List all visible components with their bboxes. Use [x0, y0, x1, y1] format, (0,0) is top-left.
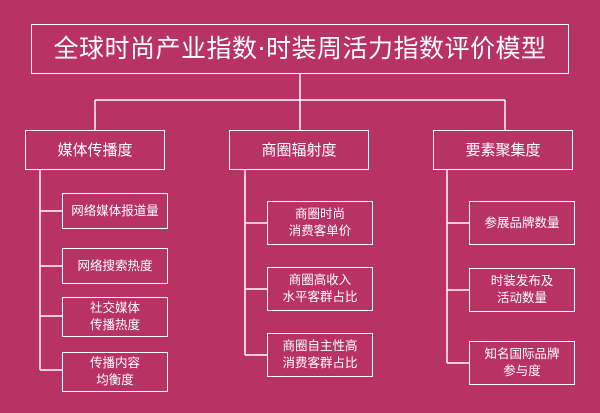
item-district-high-spending: 商圈自主性高 消费客群占比 [267, 333, 373, 377]
item-social-media-heat: 社交媒体 传播热度 [62, 297, 168, 337]
item-exhibitor-brands: 参展品牌数量 [469, 201, 575, 245]
item-district-high-income: 商圈高收入 水平客群占比 [267, 267, 373, 311]
category-district-radiation: 商圈辐射度 [229, 130, 369, 170]
item-online-search-heat: 网络搜索热度 [62, 248, 168, 284]
item-district-fashion-spend: 商圈时尚 消费客单价 [267, 201, 373, 245]
category-media-spread: 媒体传播度 [25, 130, 165, 170]
item-content-balance: 传播内容 均衡度 [62, 352, 168, 392]
item-shows-events: 时装发布及 活动数量 [469, 268, 575, 312]
model-title: 全球时尚产业指数·时装周活力指数评价模型 [31, 24, 569, 74]
category-element-agglomeration: 要素聚集度 [433, 130, 573, 170]
item-intl-brand-participation: 知名国际品牌 参与度 [469, 341, 575, 385]
item-online-media-coverage: 网络媒体报道量 [62, 193, 168, 229]
